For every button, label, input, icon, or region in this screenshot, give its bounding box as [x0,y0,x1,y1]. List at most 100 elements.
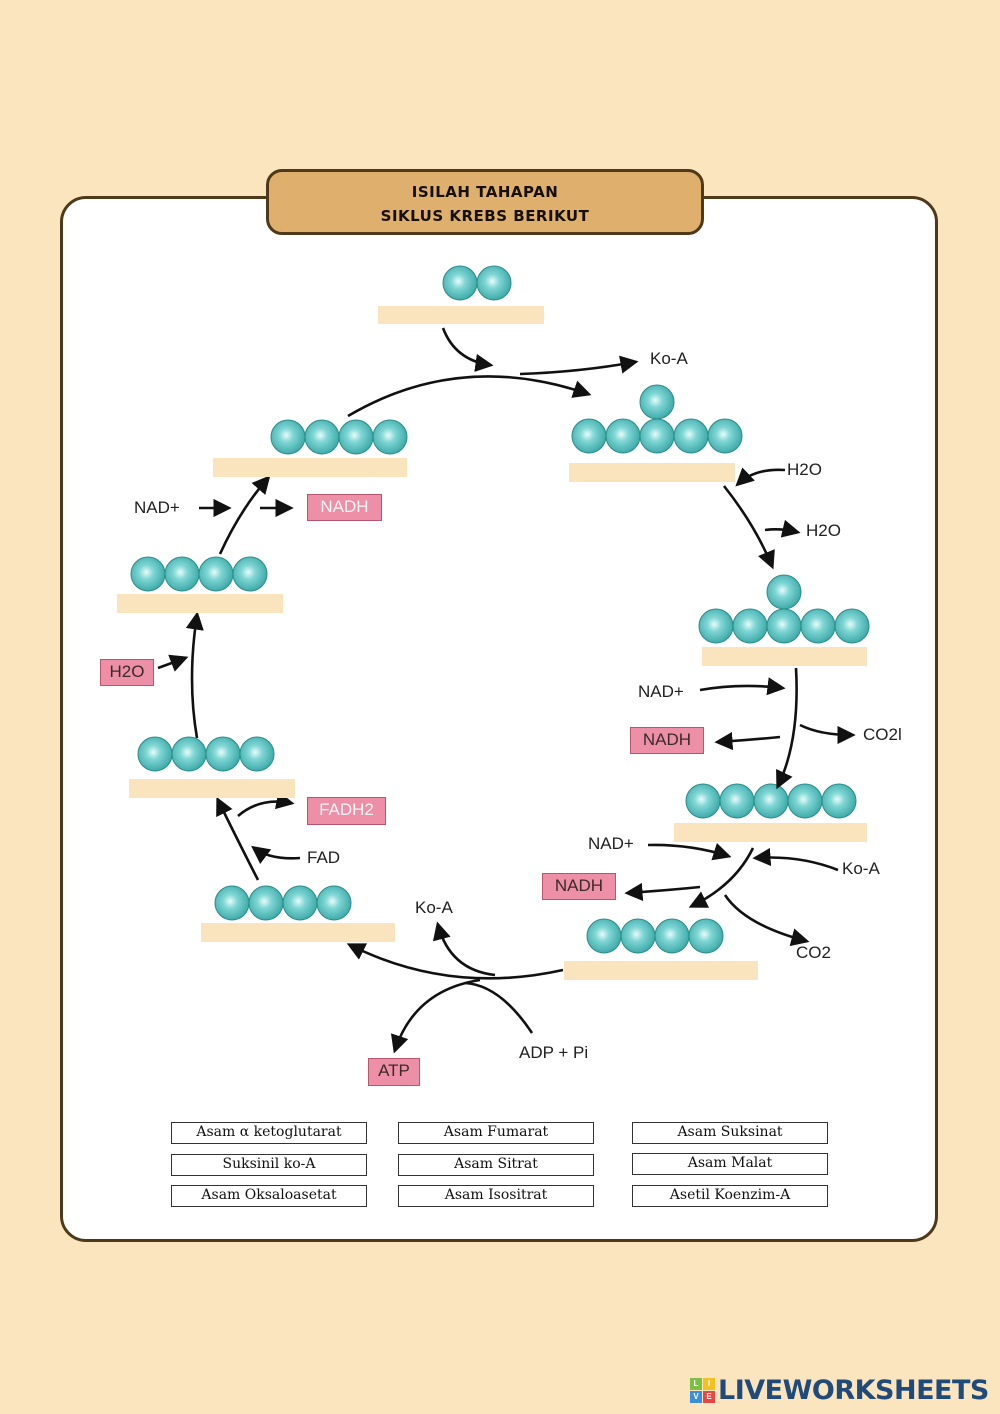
carbon-atom [248,885,284,921]
carbon-atom [821,783,857,819]
molecule-succinate [214,885,352,921]
carbon-atom [639,418,675,454]
label-h2o-out: H2O [806,521,841,540]
molecule-layer [130,265,870,954]
carbon-atom [800,608,836,644]
carbon-atom [571,418,607,454]
carbon-atom [442,265,478,301]
label-nad-1: NAD+ [638,682,684,701]
arrow-oaa-to-citrate [347,375,592,418]
carbon-atom [787,783,823,819]
arrow-koa-out-bottom [432,921,496,977]
option-chip[interactable]: Asam Fumarat [398,1122,594,1144]
carbon-atom [766,608,802,644]
molecule-oxaloacetate [270,419,408,455]
carbon-atom [766,574,802,610]
option-chip[interactable]: Asam Suksinat [632,1122,828,1144]
molecule-citrate [571,384,743,454]
carbon-atom [137,736,173,772]
arrow-koa-out-top [519,355,639,376]
carbon-atom [753,783,789,819]
answer-slot-succinate[interactable] [201,923,395,942]
carbon-atom [338,419,374,455]
molecule-alpha-ketoglutarate [685,783,857,819]
carbon-atom [171,736,207,772]
logo-tiles-icon: L I V E [690,1377,715,1403]
carbon-atom [476,265,512,301]
carbon-atom [639,384,675,420]
label-koa-in: Ko-A [842,859,880,878]
option-chip[interactable]: Asetil Koenzim-A [632,1185,828,1207]
carbon-atom [270,419,306,455]
carbon-atom [205,736,241,772]
molecule-acetyl-coa [442,265,512,301]
product-nadh-1: NADH [630,727,704,754]
carbon-atom [586,918,622,954]
arrow-h2o-out [764,519,801,538]
worksheet-card [60,196,938,1242]
option-chip[interactable]: Asam Malat [632,1153,828,1175]
answer-slot-malate[interactable] [117,594,283,613]
arrow-nad-in-1 [699,677,786,696]
carbon-atom [214,885,250,921]
label-co2-2: CO2 [796,943,831,962]
carbon-atom [620,918,656,954]
logo-text: LIVEWORKSHEETS [718,1374,989,1406]
product-nadh-2: NADH [542,873,616,900]
arrow-nadh-out-2 [624,882,701,902]
carbon-atom [605,418,641,454]
arrow-h2o-in [735,467,786,487]
molecule-malate [130,556,268,592]
answer-slot-citrate[interactable] [569,463,735,482]
worksheet-title: ISILAH TAHAPAN SIKLUS KREBS BERIKUT [266,169,704,235]
title-line-2: SIKLUS KREBS BERIKUT [380,207,590,225]
label-nad-left: NAD+ [134,498,180,517]
product-atp: ATP [368,1058,420,1086]
arrow-h2o-left-in [157,654,189,672]
carbon-atom [164,556,200,592]
arrow-atp-out [390,978,481,1054]
arrow-co2-out-1 [799,723,856,745]
arrow-adp-in [464,981,534,1034]
carbon-atom [688,918,724,954]
title-line-1: ISILAH TAHAPAN [411,183,559,201]
liveworksheets-logo[interactable]: L I V E LIVEWORKSHEETS [690,1372,989,1408]
option-chip[interactable]: Asam Sitrat [398,1154,594,1176]
arrow-fad-in [251,845,301,865]
label-fad: FAD [307,848,341,867]
option-chip[interactable]: Asam α ketoglutarat [171,1122,367,1144]
carbon-atom [239,736,275,772]
label-co2-1: CO2l [863,725,902,744]
arrow-succinate-to-fumarate [216,796,260,881]
arrow-fumarate-to-malate [185,611,204,739]
molecule-fumarate [137,736,275,772]
label-h2o-in: H2O [787,460,822,479]
carbon-atom [834,608,870,644]
molecule-succinyl-coa [586,918,724,954]
carbon-atom [719,783,755,819]
arrow-co2-out-2 [723,894,810,947]
arrow-fadh2-out [237,791,295,817]
arrow-layer [157,327,856,1054]
arrow-koa-in [752,847,839,872]
carbon-atom [130,556,166,592]
option-chip[interactable]: Suksinil ko-A [171,1154,367,1176]
label-koa-out-top: Ko-A [650,349,688,368]
product-fadh2: FADH2 [307,797,386,825]
answer-slot-fumarate[interactable] [129,779,295,798]
carbon-atom [685,783,721,819]
carbon-atom [707,418,743,454]
answer-slot-isocitrate[interactable] [702,647,867,666]
option-chip[interactable]: Asam Oksaloasetat [171,1185,367,1207]
arrow-acetyl-in [441,327,494,372]
answer-slot-alpha-ketoglutarate[interactable] [674,823,867,842]
answer-slot-oxaloacetate[interactable] [213,458,407,477]
carbon-atom [372,419,408,455]
answer-slot-acetyl-coa[interactable] [378,306,544,324]
arrow-nad-in-2 [647,842,732,861]
carbon-atom [316,885,352,921]
answer-slot-succinyl-coa[interactable] [564,961,758,980]
label-nad-2: NAD+ [588,834,634,853]
molecule-isocitrate [698,574,870,644]
option-chip[interactable]: Asam Isositrat [398,1185,594,1207]
